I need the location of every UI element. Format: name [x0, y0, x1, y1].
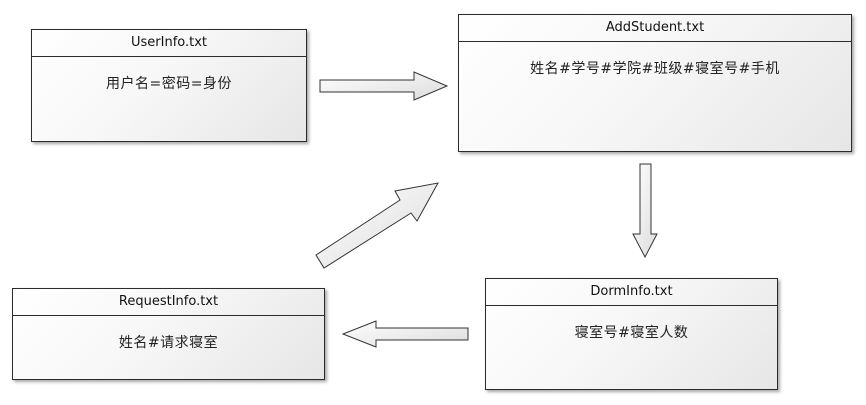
- userinfo-title: UserInfo.txt: [32, 30, 306, 57]
- requestinfo-content: 姓名#请求寝室: [118, 335, 219, 351]
- dorminfo-title: DormInfo.txt: [486, 279, 777, 306]
- addstudent-title: AddStudent.txt: [459, 15, 851, 42]
- requestinfo-title: RequestInfo.txt: [13, 289, 324, 316]
- arrow-userinfo-to-addstudent: [319, 71, 449, 101]
- addstudent-content: 姓名#学号#学院#班级#寝室号#手机: [530, 61, 780, 77]
- arrow-requestinfo-to-addstudent: [315, 182, 439, 269]
- dorminfo-content: 寝室号#寝室人数: [574, 325, 689, 341]
- arrow-dorminfo-to-requestinfo: [341, 320, 469, 348]
- dorminfo-box: DormInfo.txt 寝室号#寝室人数: [485, 278, 778, 390]
- userinfo-content: 用户名=密码=身份: [106, 76, 232, 92]
- addstudent-box: AddStudent.txt 姓名#学号#学院#班级#寝室号#手机: [458, 14, 852, 152]
- userinfo-box: UserInfo.txt 用户名=密码=身份: [31, 29, 307, 142]
- arrow-addstudent-to-dorminfo: [632, 163, 658, 259]
- requestinfo-box: RequestInfo.txt 姓名#请求寝室: [12, 288, 325, 380]
